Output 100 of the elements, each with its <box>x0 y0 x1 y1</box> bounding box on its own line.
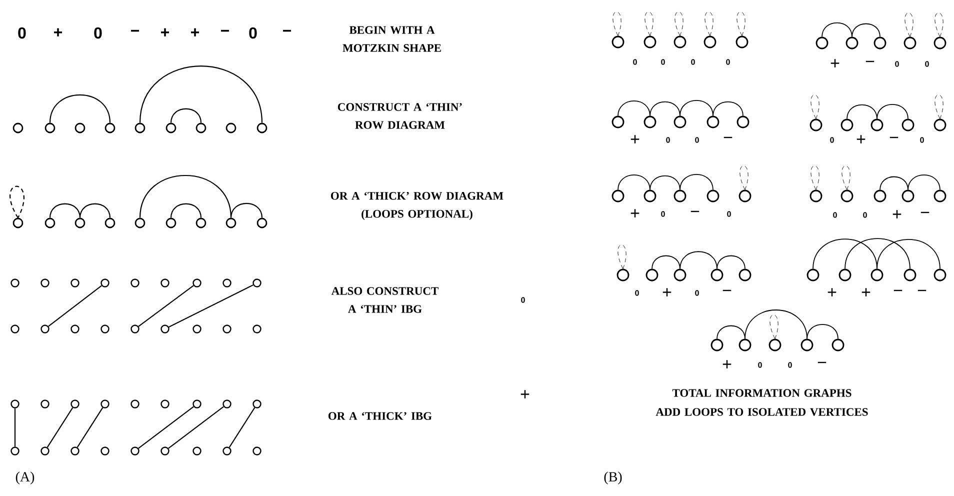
loop <box>810 166 820 190</box>
arc <box>139 66 263 123</box>
vertex-circle <box>40 278 50 288</box>
vertex-circle <box>192 278 202 288</box>
vertex-circle <box>838 268 852 282</box>
line <box>168 284 254 328</box>
loop <box>674 12 684 36</box>
vertex-circle <box>904 268 916 282</box>
vertex-circle <box>100 446 110 456</box>
vertex-circle <box>616 268 630 282</box>
sign-label: 0 <box>249 27 257 39</box>
arc <box>716 255 746 270</box>
vertex-circle <box>40 446 50 456</box>
vertex-circle <box>10 324 20 334</box>
loop <box>810 94 820 120</box>
vertex-circle <box>902 190 914 202</box>
vertex-circle <box>644 116 656 128</box>
vertex-circle <box>130 446 140 456</box>
sign-label: 0 <box>94 27 102 39</box>
caption-text: OR A ‘THICK’ IBG <box>328 412 432 420</box>
vertex-circle <box>934 118 946 132</box>
vertex-circle <box>806 268 820 282</box>
vertex-circle <box>192 446 202 456</box>
arc <box>716 325 746 340</box>
vertex-circle <box>710 268 724 282</box>
vertex-circle <box>612 190 624 202</box>
vertex-circle <box>100 324 110 334</box>
arc <box>618 100 650 116</box>
vertex-circle <box>768 338 782 352</box>
sign-label: 0 <box>633 59 637 65</box>
vertex-circle <box>70 400 80 408</box>
vertex-circle <box>196 218 206 228</box>
sign-label: 0 <box>830 137 834 143</box>
vertex-circle <box>44 122 56 134</box>
arc <box>652 255 680 270</box>
vertex-circle <box>222 446 232 456</box>
vertex-circle <box>222 324 232 334</box>
vertex-circle <box>934 36 946 50</box>
loop <box>770 314 778 340</box>
vertex-circle <box>646 268 658 282</box>
vertex-circle <box>134 218 146 228</box>
sign-label: + <box>892 210 902 218</box>
vertex-circle <box>934 268 946 282</box>
arc <box>880 176 908 190</box>
vertex-circle <box>674 268 686 282</box>
vertex-circle <box>192 400 202 408</box>
line <box>48 285 102 327</box>
vertex-circle <box>736 36 748 48</box>
sign-label: − <box>920 212 930 214</box>
sign-label: − <box>818 362 826 364</box>
sign-label: 0 <box>521 297 525 303</box>
caption-text: BEGIN WITH A MOTZKIN SHAPE <box>342 26 441 52</box>
vertex-circle <box>874 190 886 202</box>
vertex-circle <box>10 278 20 288</box>
vertex-circle <box>252 446 262 456</box>
loop <box>704 12 714 36</box>
caption-text: CONSTRUCT A ‘THIN’ ROW DIAGRAM <box>338 103 462 129</box>
sign-label: + <box>828 288 836 296</box>
arc <box>876 239 940 270</box>
vertex-circle <box>196 122 206 134</box>
sign-label: + <box>630 135 640 144</box>
sign-label: − <box>221 30 230 32</box>
arc <box>680 100 714 116</box>
line <box>138 406 194 449</box>
vertex-circle <box>166 122 176 134</box>
vertex-circle <box>674 36 686 48</box>
vertex-circle <box>736 116 750 128</box>
sign-label: + <box>856 135 866 144</box>
loop <box>736 12 746 36</box>
loop <box>740 166 748 190</box>
arc <box>744 310 808 340</box>
vertex-circle <box>74 218 86 228</box>
sign-label: 0 <box>863 212 867 218</box>
arc <box>618 174 650 190</box>
line <box>76 407 104 448</box>
vertex-circle <box>130 400 140 408</box>
sign-label: + <box>662 288 672 296</box>
vertex-circle <box>706 190 720 202</box>
panel-label: (A) <box>16 472 34 484</box>
vertex-circle <box>706 116 720 128</box>
vertex-circle <box>100 278 110 288</box>
vertex-circle <box>816 36 828 50</box>
sign-label: − <box>894 290 902 292</box>
line <box>168 406 224 449</box>
arc <box>650 175 680 190</box>
arc <box>812 238 878 270</box>
vertex-circle <box>70 278 80 288</box>
vertex-circle <box>70 446 80 456</box>
loop <box>612 12 622 36</box>
vertex-circle <box>252 324 262 334</box>
vertex-circle <box>840 190 854 202</box>
sign-label: + <box>161 28 170 36</box>
arc <box>79 203 111 218</box>
sign-label: 0 <box>691 59 695 65</box>
vertex-circle <box>870 118 884 132</box>
sign-label: 0 <box>727 211 731 217</box>
vertex-circle <box>104 122 116 134</box>
vertex-circle <box>256 122 268 134</box>
arc <box>806 324 838 340</box>
arc <box>170 203 202 218</box>
